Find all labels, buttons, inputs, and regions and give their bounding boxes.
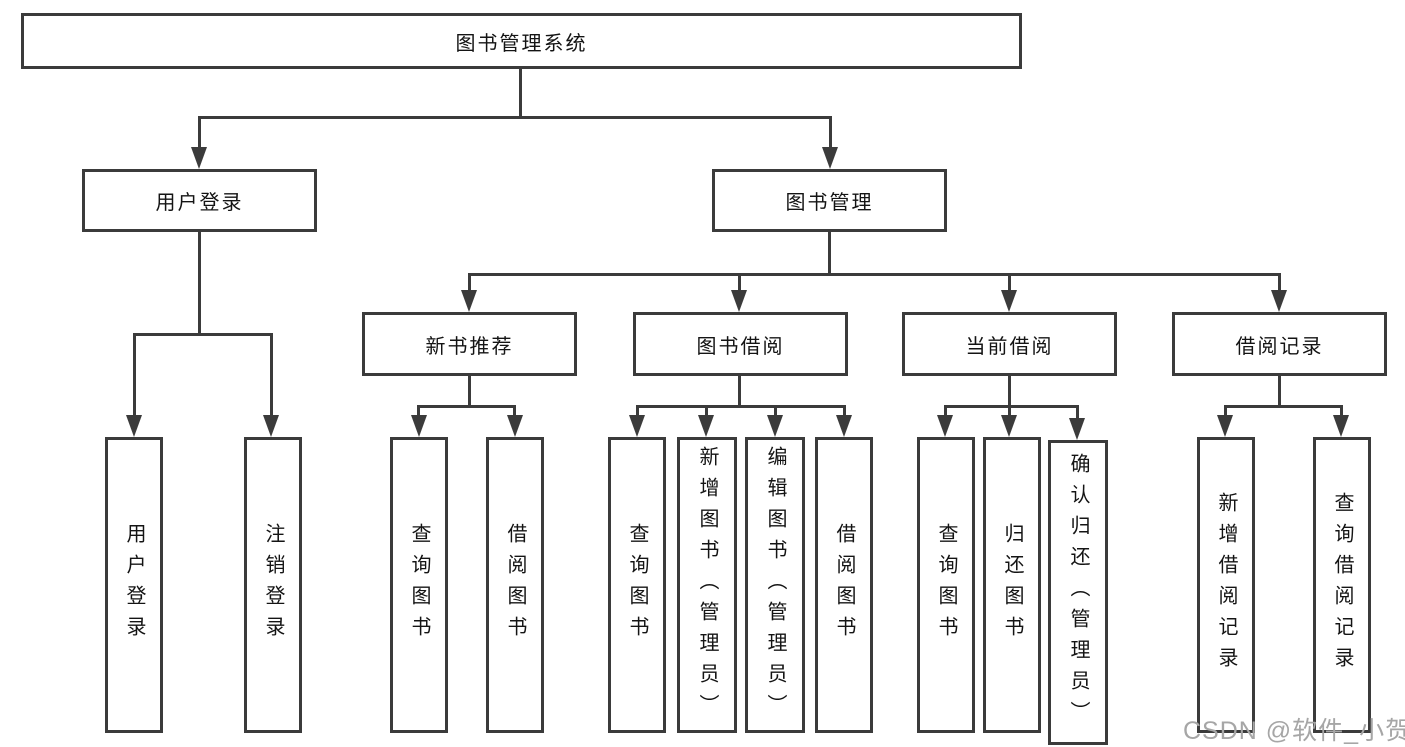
node-borrowing-records: 借阅记录 — [1172, 312, 1387, 376]
node-label: 借阅图书 — [504, 523, 526, 647]
connector-line — [1008, 405, 1011, 417]
node-label: 图书管理系统 — [455, 32, 588, 55]
connector-line — [636, 405, 846, 408]
connector-line — [513, 405, 516, 417]
node-book-borrowing: 图书借阅 — [633, 312, 848, 376]
arrow-down-icon — [1271, 290, 1287, 312]
node-label: 查询借阅记录 — [1331, 492, 1353, 678]
node-query-books-borrowing: 查询图书 — [608, 437, 666, 733]
arrow-down-icon — [1217, 415, 1233, 437]
node-library-management-system: 图书管理系统 — [21, 13, 1022, 69]
node-label: 查询图书 — [626, 523, 648, 647]
node-query-borrow-record: 查询借阅记录 — [1313, 437, 1371, 733]
node-label: 用户登录 — [155, 192, 244, 214]
arrow-down-icon — [937, 415, 953, 437]
node-label: 图书借阅 — [696, 335, 785, 358]
arrow-down-icon — [836, 415, 852, 437]
node-confirm-return-admin: 确认归还（管理员） — [1048, 440, 1108, 745]
node-user-login: 用户登录 — [82, 169, 317, 232]
connector-line — [270, 333, 273, 417]
connector-line — [1278, 376, 1281, 408]
node-query-books-recommend: 查询图书 — [390, 437, 448, 733]
arrow-down-icon — [698, 415, 714, 437]
node-label: 新增借阅记录 — [1215, 492, 1237, 678]
connector-line — [944, 405, 947, 417]
connector-line — [774, 405, 777, 417]
node-label: 借阅记录 — [1235, 335, 1324, 358]
node-label: 用户登录 — [123, 523, 145, 647]
connector-line — [843, 405, 846, 417]
connector-line — [1224, 405, 1343, 408]
arrow-down-icon — [767, 415, 783, 437]
connector-line — [198, 116, 832, 119]
node-user-login-leaf: 用户登录 — [105, 437, 163, 733]
arrow-down-icon — [411, 415, 427, 437]
arrow-down-icon — [1001, 290, 1017, 312]
connector-line — [829, 116, 832, 149]
arrow-down-icon — [629, 415, 645, 437]
node-return-books: 归还图书 — [983, 437, 1041, 733]
connector-line — [944, 405, 1079, 408]
node-label: 图书管理 — [785, 192, 874, 214]
arrow-down-icon — [461, 290, 477, 312]
arrow-down-icon — [507, 415, 523, 437]
node-new-book-recommendation: 新书推荐 — [362, 312, 577, 376]
node-query-books-current: 查询图书 — [917, 437, 975, 733]
connector-line — [1224, 405, 1227, 417]
connector-line — [417, 405, 420, 417]
node-label: 归还图书 — [1001, 523, 1023, 647]
node-label: 注销登录 — [262, 523, 284, 647]
watermark: CSDN @软件_小贺同学 — [1183, 717, 1405, 745]
connector-line — [1340, 405, 1343, 417]
arrow-down-icon — [191, 147, 207, 169]
connector-line — [198, 232, 201, 336]
connector-line — [468, 273, 1281, 276]
node-label: 查询图书 — [408, 523, 430, 647]
node-label: 新书推荐 — [425, 335, 514, 358]
node-current-borrowing: 当前借阅 — [902, 312, 1117, 376]
node-book-management: 图书管理 — [712, 169, 947, 232]
connector-line — [1008, 376, 1011, 408]
arrow-down-icon — [263, 415, 279, 437]
node-label: 新增图书（管理员） — [696, 445, 718, 725]
node-borrow-books-recommend: 借阅图书 — [486, 437, 544, 733]
connector-line — [738, 273, 741, 293]
connector-line — [468, 273, 471, 293]
connector-line — [133, 333, 273, 336]
connector-line — [1076, 405, 1079, 419]
connector-line — [636, 405, 639, 417]
arrow-down-icon — [126, 415, 142, 437]
node-borrow-books: 借阅图书 — [815, 437, 873, 733]
arrow-down-icon — [822, 147, 838, 169]
connector-line — [1278, 273, 1281, 293]
connector-line — [705, 405, 708, 417]
node-label: 当前借阅 — [965, 335, 1054, 358]
connector-line — [519, 66, 522, 119]
node-logout: 注销登录 — [244, 437, 302, 733]
connector-line — [417, 405, 516, 408]
connector-line — [738, 376, 741, 408]
node-add-borrow-record: 新增借阅记录 — [1197, 437, 1255, 733]
connector-line — [198, 116, 201, 149]
connector-line — [468, 376, 471, 408]
node-add-books-admin: 新增图书（管理员） — [677, 437, 737, 733]
node-label: 编辑图书（管理员） — [764, 445, 786, 725]
connector-line — [133, 333, 136, 417]
node-label: 确认归还（管理员） — [1067, 453, 1089, 732]
arrow-down-icon — [1069, 418, 1085, 440]
node-label: 查询图书 — [935, 523, 957, 647]
connector-line — [828, 232, 831, 276]
arrow-down-icon — [1001, 415, 1017, 437]
connector-line — [1008, 273, 1011, 293]
node-label: 借阅图书 — [833, 523, 855, 647]
arrow-down-icon — [1333, 415, 1349, 437]
arrow-down-icon — [731, 290, 747, 312]
node-edit-books-admin: 编辑图书（管理员） — [745, 437, 805, 733]
